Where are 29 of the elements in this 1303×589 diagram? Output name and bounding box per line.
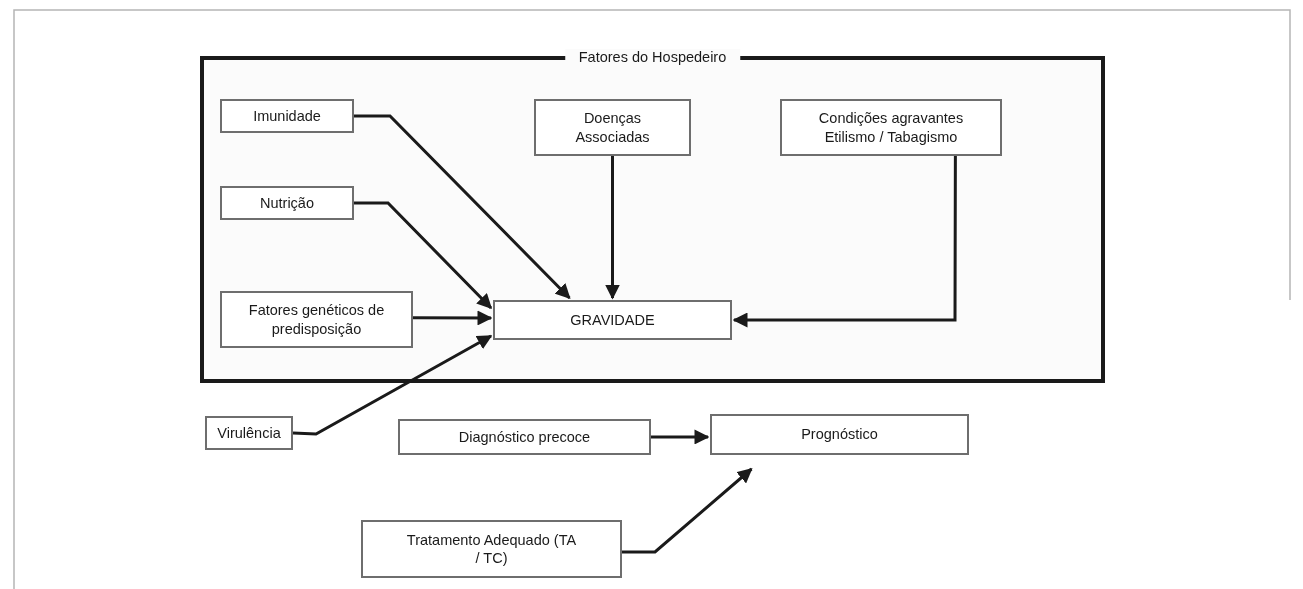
process-box [780,99,1002,156]
box-label: Doenças Associadas [574,109,651,146]
process-box [710,414,969,455]
arrow [413,310,493,326]
process-box [205,416,293,450]
process-box [220,186,354,220]
process-box [398,419,651,455]
process-box [534,99,691,156]
process-box [361,520,622,578]
arrow [354,114,571,300]
box-label: Condições agravantes Etilismo / Tabagismo [817,109,965,146]
box-label: Virulência [216,423,282,443]
box-label: Imunidade [252,106,322,126]
box-label: Nutrição [259,193,315,213]
process-box [493,300,732,340]
box-label: GRAVIDADE [569,310,656,330]
box-label: Fatores genéticos de predisposição [247,301,386,338]
arrow [605,156,620,300]
arrow [651,429,710,445]
process-box [220,99,354,133]
arrow [292,334,493,436]
box-label: Prognóstico [800,425,879,444]
group-title: Fatores do Hospedeiro [564,49,741,65]
arrow [622,467,753,554]
arrow [732,156,957,328]
box-label: Diagnóstico precoce [457,427,592,447]
box-label: Tratamento Adequado (TA / TC) [405,530,578,568]
arrow [354,201,493,310]
process-box [220,291,413,348]
